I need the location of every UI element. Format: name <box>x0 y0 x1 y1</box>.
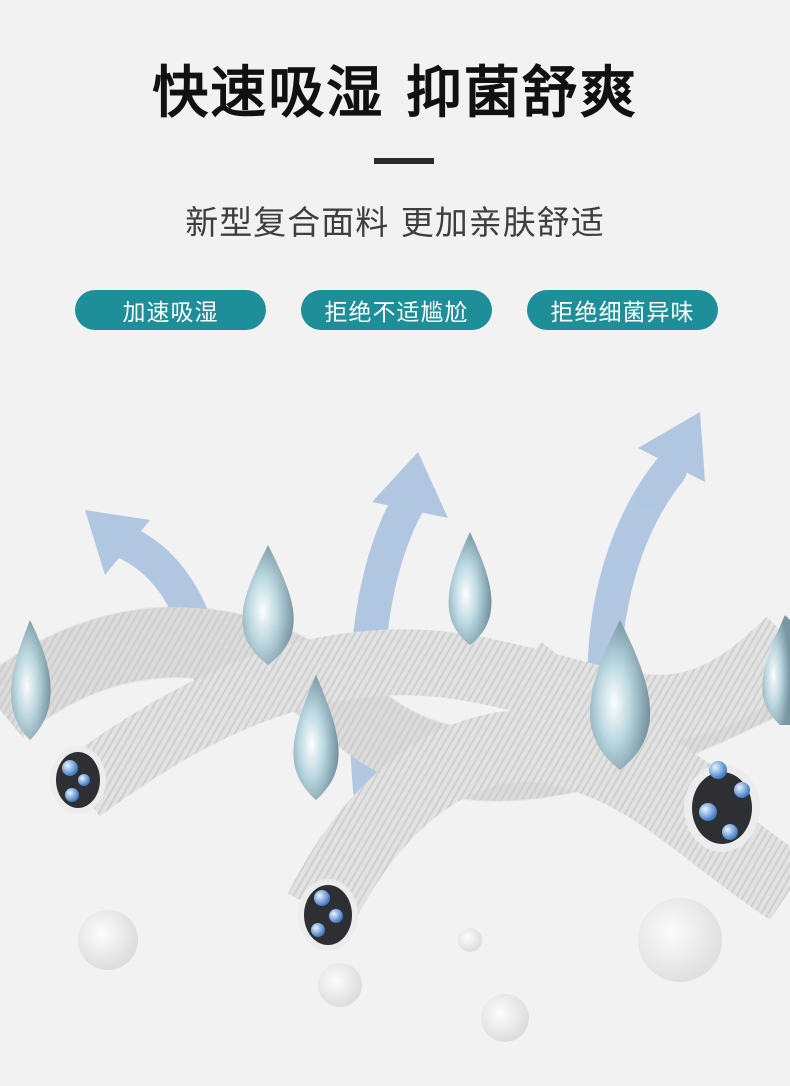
moisture-molecule-icon <box>62 760 78 776</box>
water-drop-icon <box>293 675 339 800</box>
moisture-molecule-icon <box>722 824 738 840</box>
background-bubble <box>318 963 362 1007</box>
moisture-molecule-icon <box>65 788 79 802</box>
background-bubble <box>638 898 722 982</box>
moisture-molecule-icon <box>329 909 343 923</box>
page-title: 快速吸湿 抑菌舒爽 <box>152 61 638 126</box>
water-drop-icon <box>11 620 51 740</box>
fiber-strand <box>60 616 790 817</box>
feature-tag-moisture: 加速吸湿 <box>75 290 266 330</box>
fiber-cross-section <box>50 746 106 814</box>
feature-tags: 加速吸湿 拒绝不适尴尬 拒绝细菌异味 <box>0 290 790 330</box>
moisture-molecule-icon <box>699 803 717 821</box>
water-drop-icon <box>448 532 492 645</box>
water-drop-icon <box>242 545 294 665</box>
moisture-molecule-icon <box>709 761 727 779</box>
water-drop-icon <box>589 620 651 770</box>
title-divider <box>374 158 434 164</box>
background-bubble <box>481 994 529 1042</box>
feature-tag-comfort: 拒绝不适尴尬 <box>301 290 492 330</box>
moisture-molecule-icon <box>314 890 330 906</box>
background-bubble <box>78 910 138 970</box>
water-drop-icon <box>762 615 790 725</box>
moisture-molecule-icon <box>311 923 325 937</box>
moisture-molecule-icon <box>78 774 90 786</box>
feature-tag-antibacterial: 拒绝细菌异味 <box>527 290 718 330</box>
page-subtitle: 新型复合面料 更加亲肤舒适 <box>185 203 605 242</box>
background-bubble <box>458 928 482 952</box>
fiber-cross-section <box>298 879 358 951</box>
fabric-illustration <box>0 412 790 1042</box>
moisture-molecule-icon <box>734 782 750 798</box>
fiber-cross-section <box>684 761 760 852</box>
